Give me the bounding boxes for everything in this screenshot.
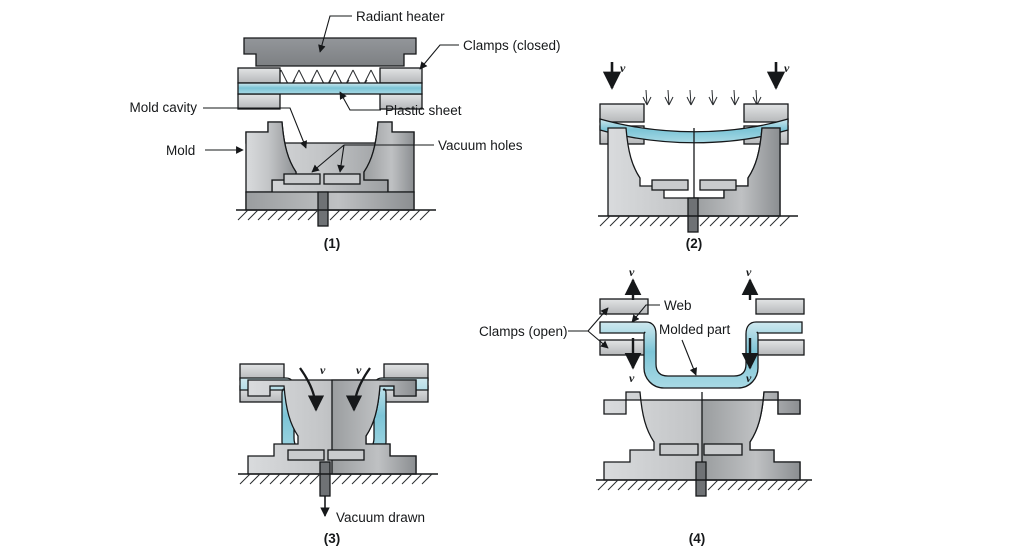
ground-2 [598,215,798,227]
leader-clamps-closed [419,44,459,70]
panel-2: v v [598,61,798,251]
panel-3: v v Vacuum drawn (3) [238,363,438,546]
vacuum-drawn-group: Vacuum drawn [320,496,425,525]
label-molded-part: Molded part [659,322,731,337]
leader-clamps-open-a [587,307,609,332]
panel-1: Radiant heater Clamps (closed) Plastic s… [129,9,560,251]
vacuum-slots-1 [283,173,361,185]
label-web: Web [664,298,692,313]
label-velocity-top-left-4: v [629,265,635,279]
caption-panel-3: (3) [324,531,341,546]
vacuum-slots-2 [651,179,737,191]
label-vacuum-drawn: Vacuum drawn [336,510,425,525]
label-velocity-right-2: v [784,61,790,75]
molded-part-shape [599,321,803,389]
caption-panel-4: (4) [689,531,706,546]
leader-radiant-heater [318,15,352,53]
label-mold: Mold [166,143,195,158]
panel-4: v v v v Clamps (open) Web Molded part (4… [479,265,812,546]
label-radiant-heater: Radiant heater [356,9,445,24]
leader-mold-cavity [203,107,308,149]
velocity-arrows-2: v v [602,61,790,90]
caption-panel-1: (1) [324,236,341,251]
leader-plastic-sheet [339,91,381,111]
clamp-closed-left [237,67,281,110]
ground-4 [596,479,812,491]
vacuum-tube-2 [687,197,699,233]
leader-web [631,304,660,323]
velocity-arrows-4: v v v v [624,265,759,385]
radiant-heater-block [243,37,417,67]
leader-molded-part [681,339,698,376]
vacuum-slots-3 [287,449,365,461]
plastic-sheet-flat [237,82,423,95]
mold-body-4 [603,391,801,481]
velocity-arrows-3: v v [299,363,371,412]
label-velocity-top-right-4: v [746,265,752,279]
label-velocity-right-3: v [356,363,362,377]
leader-vacuum-holes-a [311,144,345,173]
label-vacuum-holes: Vacuum holes [438,138,523,153]
vacuum-tube-1 [317,191,329,227]
label-velocity-bottom-right-4: v [746,371,752,385]
caption-panel-2: (2) [686,236,703,251]
plastic-sheet-sagging [599,118,789,144]
label-velocity-bottom-left-4: v [629,371,635,385]
radiation-marks-2 [642,89,762,106]
label-clamps-open: Clamps (open) [479,324,568,339]
ground-1 [236,209,436,221]
leader-clamps-open-b [587,330,609,349]
leader-vacuum-holes-b [337,144,345,173]
vacuum-slots-4 [659,443,743,456]
clamps-open-left [599,298,649,356]
label-clamps-closed: Clamps (closed) [463,38,561,53]
ground-3 [238,473,438,485]
vacuum-tube-4 [695,461,707,497]
label-velocity-left-2: v [620,61,626,75]
vacuum-tube-3 [319,461,331,497]
label-velocity-left-3: v [320,363,326,377]
label-mold-cavity: Mold cavity [129,100,197,115]
label-plastic-sheet: Plastic sheet [385,103,462,118]
mold-body-1 [245,121,415,211]
